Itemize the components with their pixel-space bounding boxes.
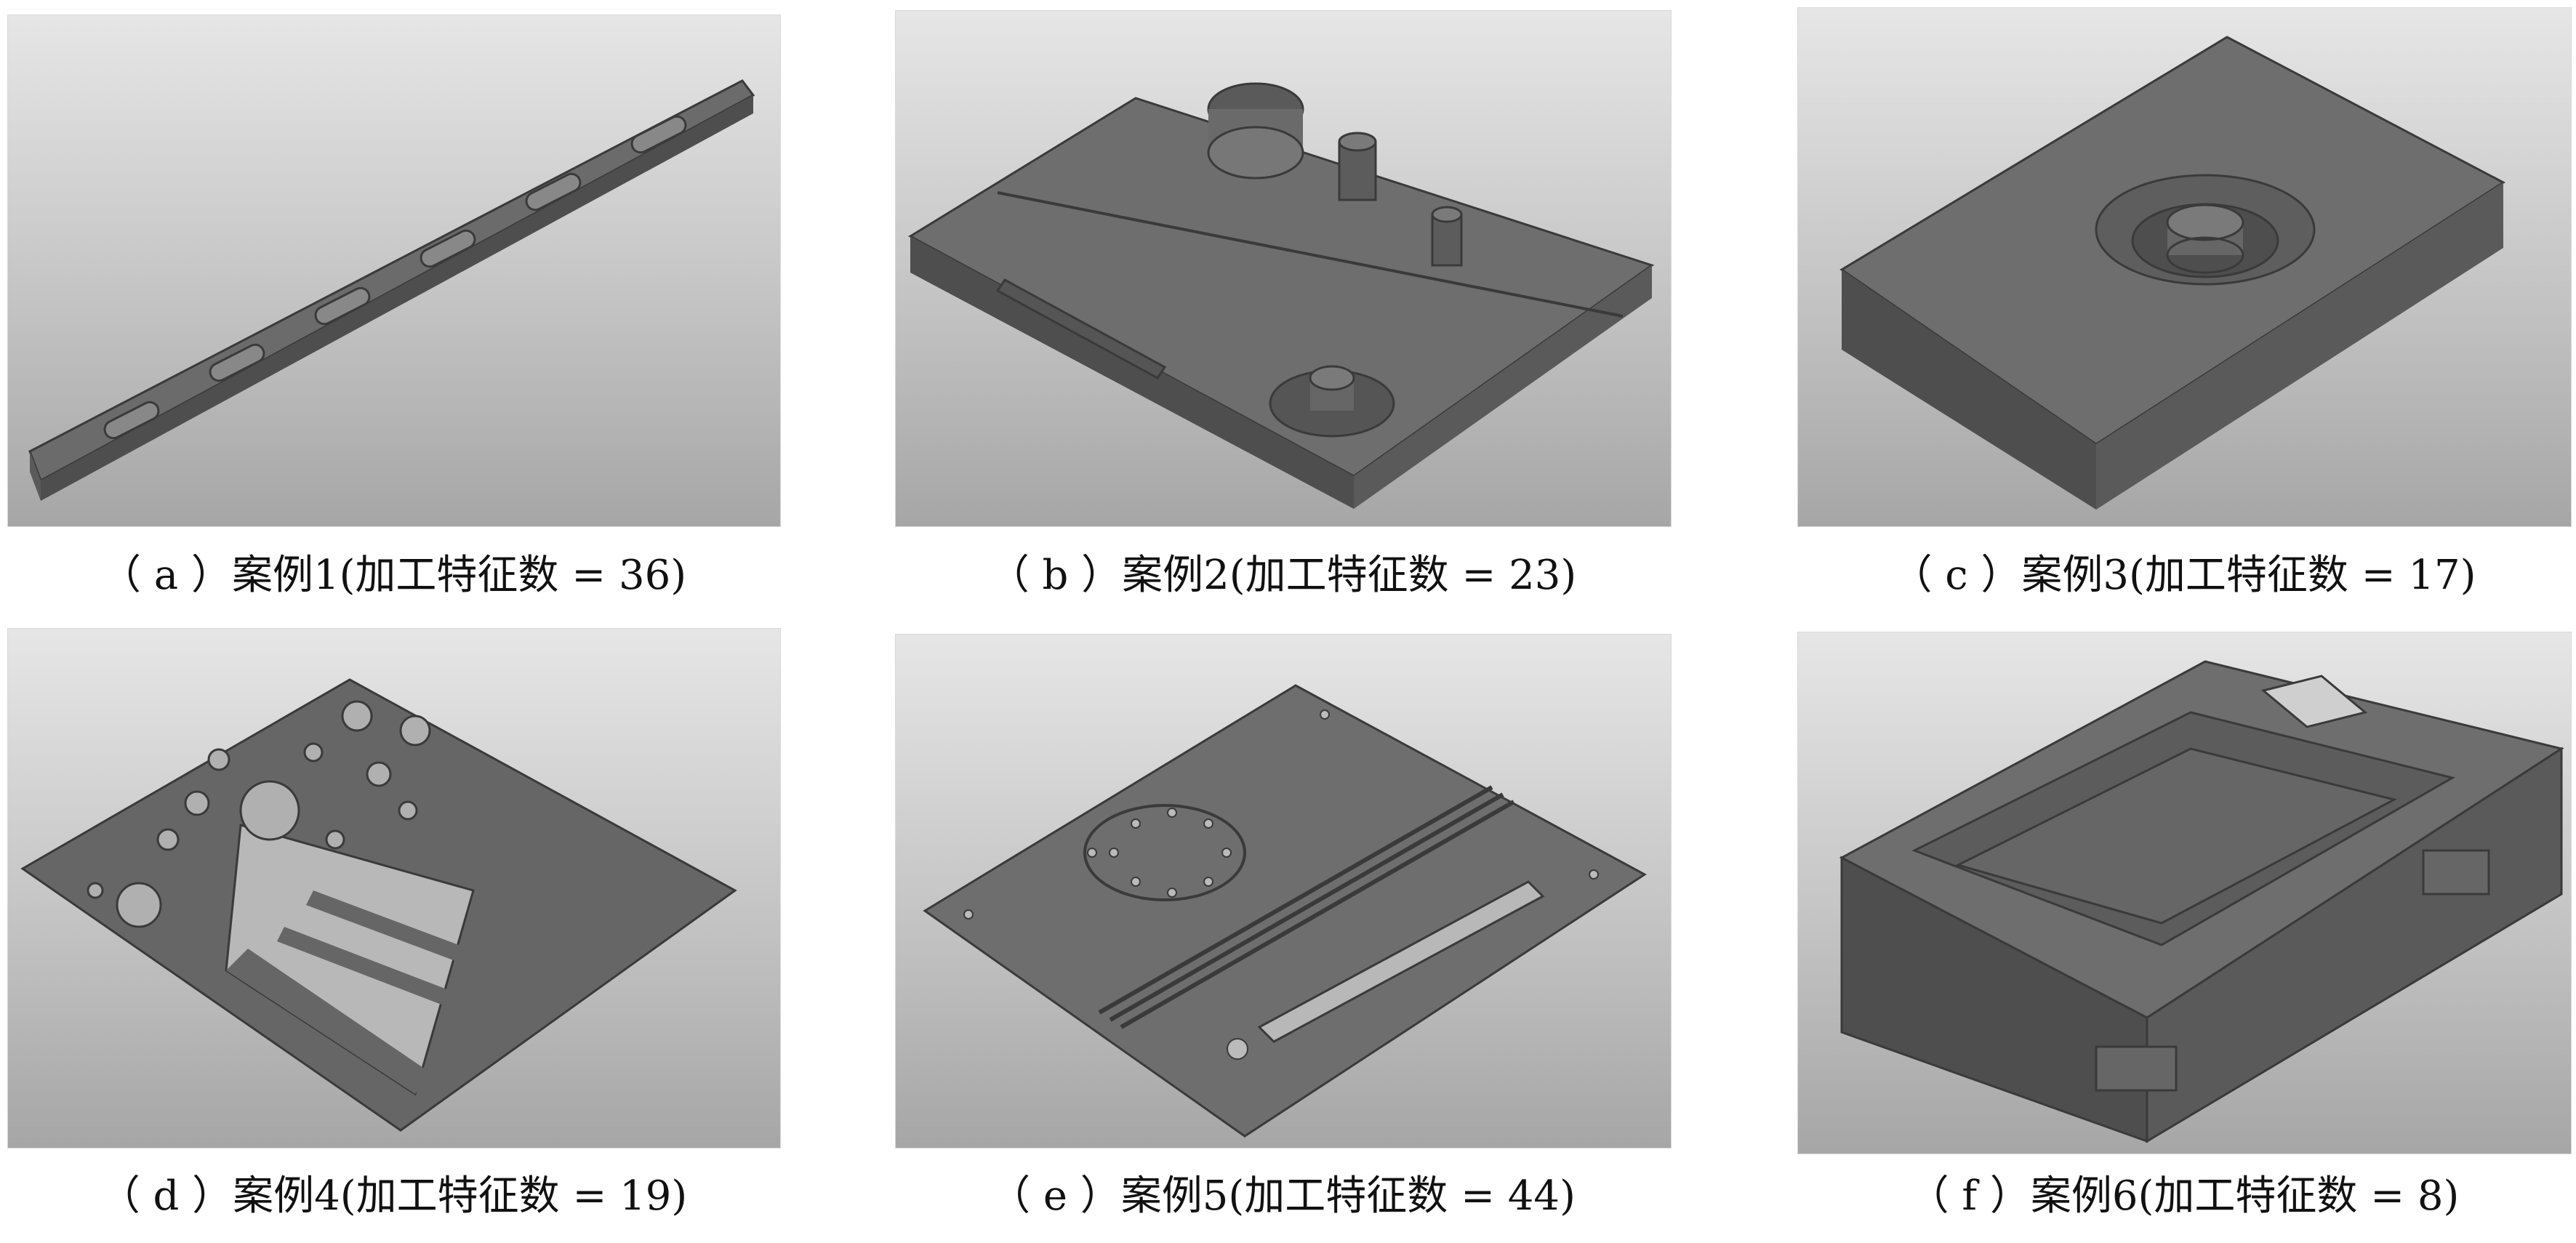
caption-case-4: （ d ）案例4(加工特征数 = 19) [99,1172,688,1220]
block-part-render [907,82,1655,509]
sheet-part-render [923,684,1647,1138]
housing-part-render [1839,660,2564,1143]
caption-case-2: （ b ）案例2(加工特征数 = 23) [988,552,1577,599]
caption-case-5: （ e ）案例5(加工特征数 = 44) [990,1172,1576,1220]
caption-case-3: （ c ）案例3(加工特征数 = 17) [1891,552,2476,599]
caption-case-1: （ a ）案例1(加工特征数 = 36) [100,552,687,599]
rounded-block-part-render [1839,36,2505,510]
model-view-case-5 [895,634,1672,1149]
bar-part-render [28,79,755,501]
caption-case-6: （ f ）案例6(加工特征数 = 8) [1908,1172,2460,1220]
model-view-case-6 [1797,632,2572,1154]
model-view-case-3 [1797,7,2572,527]
model-view-case-4 [7,628,781,1149]
plate-part-render [20,678,737,1132]
model-view-case-2 [895,10,1672,527]
model-view-case-1 [7,15,781,527]
